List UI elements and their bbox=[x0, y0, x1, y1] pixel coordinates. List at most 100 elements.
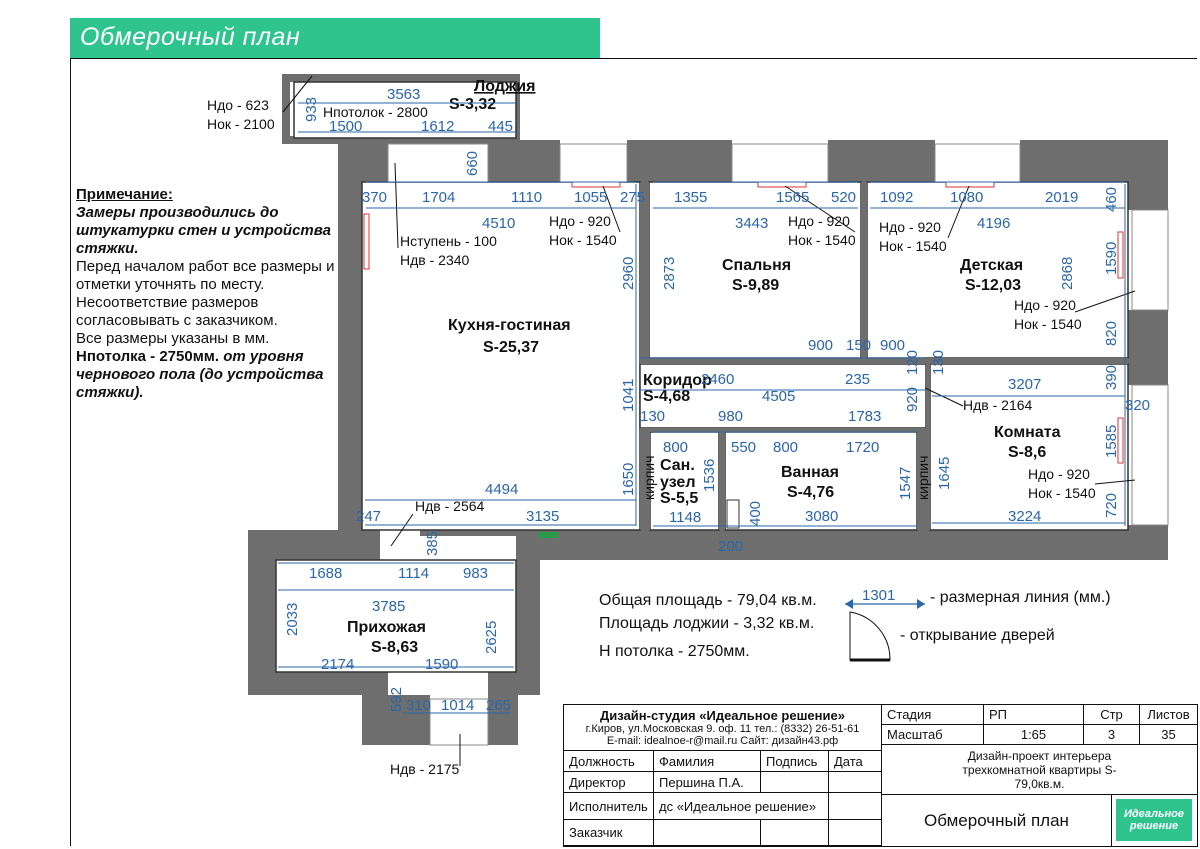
project-name: Дизайн-проект интерьера трехкомнатной кв… bbox=[882, 745, 1197, 795]
dim-2868: 2868 bbox=[1059, 257, 1076, 290]
room-kitchen-area: S-25,37 bbox=[483, 339, 539, 356]
room-kids-area: S-12,03 bbox=[965, 277, 1021, 294]
dim-820: 820 bbox=[1103, 321, 1120, 346]
dim-1547: 1547 bbox=[897, 467, 914, 500]
legend-arrows bbox=[845, 599, 925, 609]
room-kids-name: Детская bbox=[960, 257, 1023, 274]
dim-2960: 2960 bbox=[620, 257, 637, 290]
label-hdo-kitchen: Ндо - 920 bbox=[549, 213, 611, 229]
room-hall-area: S-8,63 bbox=[371, 639, 418, 656]
summary-loggia: Площадь лоджии - 3,32 кв.м. bbox=[599, 615, 815, 632]
dim-150: 150 bbox=[846, 337, 871, 354]
room-bath-area: S-4,76 bbox=[787, 484, 834, 501]
label-hok-bedroom: Нок - 1540 bbox=[788, 232, 856, 248]
dim-983: 983 bbox=[463, 565, 488, 582]
dim-4196: 4196 bbox=[977, 215, 1010, 232]
legend-dimline-text: - размерная линия (мм.) bbox=[930, 589, 1111, 606]
date-director bbox=[829, 772, 882, 793]
room-wc-name2: узел bbox=[660, 474, 696, 491]
dim-1590b: 1590 bbox=[425, 656, 458, 673]
label-hok-kids2: Нок - 1540 bbox=[1014, 316, 1082, 332]
dim-520: 520 bbox=[831, 189, 856, 206]
dim-120: 120 bbox=[904, 350, 921, 375]
summary-total: Общая площадь - 79,04 кв.м. bbox=[599, 592, 817, 609]
label-hok-kitchen: Нок - 1540 bbox=[549, 232, 617, 248]
room-hall-name: Прихожая bbox=[347, 619, 426, 636]
dim-2873: 2873 bbox=[661, 257, 678, 290]
meter-box bbox=[538, 532, 558, 538]
h-date: Дата bbox=[829, 751, 882, 772]
dim-4494: 4494 bbox=[485, 481, 518, 498]
dim-1110: 1110 bbox=[511, 189, 542, 206]
dim-3080: 3080 bbox=[805, 508, 838, 525]
dim-1590: 1590 bbox=[1103, 242, 1120, 275]
radiators bbox=[363, 181, 1124, 464]
dim-1080: 1080 bbox=[950, 189, 983, 206]
dim-460: 460 bbox=[1103, 187, 1120, 212]
h-sheets: Листов bbox=[1140, 705, 1197, 725]
dim-1704: 1704 bbox=[422, 189, 455, 206]
role-director: Директор bbox=[564, 772, 654, 793]
room-corridor-name: Коридор bbox=[643, 372, 712, 389]
label-hceiling: Нпотолок - 2800 bbox=[323, 104, 428, 120]
h-name: Фамилия bbox=[654, 751, 761, 772]
dim-130a: 130 bbox=[930, 350, 947, 375]
label-hstep: Нступень - 100 bbox=[400, 233, 497, 249]
label-hdv-2164: Ндв - 2164 bbox=[963, 397, 1033, 413]
dim-1041: 1041 bbox=[620, 379, 637, 412]
label-hok-room: Нок - 1540 bbox=[1028, 485, 1096, 501]
name-customer bbox=[654, 820, 761, 846]
dim-900b: 900 bbox=[880, 337, 905, 354]
dim-1092: 1092 bbox=[880, 189, 913, 206]
date-customer bbox=[829, 820, 882, 846]
dim-1148: 1148 bbox=[669, 509, 701, 526]
legend-sample: 1301 bbox=[862, 587, 895, 604]
dim-1536: 1536 bbox=[701, 459, 718, 492]
title-block: Дизайн-студия «Идеальное решение» г.Киро… bbox=[563, 704, 1198, 847]
h-sheet: Стр bbox=[1084, 705, 1140, 725]
label-hdv-2340: Ндв - 2340 bbox=[400, 252, 470, 268]
dim-2460: 2460 bbox=[701, 371, 734, 388]
room-corridor-area: S-4,68 bbox=[643, 388, 690, 405]
dim-1585: 1585 bbox=[1103, 425, 1120, 458]
windows bbox=[387, 143, 1169, 746]
dim-900a: 900 bbox=[808, 337, 833, 354]
dim-1783: 1783 bbox=[848, 408, 881, 425]
header-bar: Обмерочный план bbox=[70, 18, 600, 58]
room-room-area: S-8,6 bbox=[1008, 444, 1046, 461]
notes-text2: Несоответствие размеров согласовывать с … bbox=[76, 294, 278, 329]
dim-800a: 800 bbox=[663, 439, 688, 456]
notes-block: Примечание: Замеры производились до штук… bbox=[76, 186, 341, 402]
label-brick-wc: кирпич bbox=[641, 456, 657, 500]
dim-445: 445 bbox=[488, 118, 513, 135]
notes-text1: Перед началом работ все размеры и отметк… bbox=[76, 258, 335, 293]
dim-920: 920 bbox=[904, 387, 921, 412]
dim-3785: 3785 bbox=[372, 598, 405, 615]
dim-130b: 130 bbox=[640, 408, 665, 425]
role-customer: Заказчик bbox=[564, 820, 654, 846]
drawing-frame bbox=[70, 58, 1197, 846]
label-brick-bath: кирпич bbox=[915, 456, 931, 500]
studio-address: г.Киров, ул.Московская 9. оф. 11 тел.: (… bbox=[585, 723, 860, 735]
label-hdo-623: Ндо - 623 bbox=[207, 97, 269, 113]
dim-1500: 1500 bbox=[329, 118, 362, 135]
dim-3563: 3563 bbox=[387, 86, 420, 103]
dim-4505: 4505 bbox=[762, 388, 795, 405]
dim-1645: 1645 bbox=[936, 457, 953, 490]
dim-235: 235 bbox=[845, 371, 870, 388]
studio-contact: E-mail: idealnoe-r@mail.ru Сайт: дизайн4… bbox=[606, 735, 839, 747]
notes-heading: Примечание: bbox=[76, 186, 173, 203]
room-loggia-name: Лоджия bbox=[474, 78, 535, 95]
dim-660: 660 bbox=[464, 151, 481, 176]
role-executor: Исполнитель bbox=[564, 793, 654, 820]
dim-1720: 1720 bbox=[846, 439, 879, 456]
label-hdo-kids2: Ндо - 920 bbox=[1014, 297, 1076, 313]
dim-1650: 1650 bbox=[620, 463, 637, 496]
h-scale: Масштаб bbox=[882, 725, 984, 745]
dim-200: 200 bbox=[718, 538, 743, 555]
dim-3207: 3207 bbox=[1008, 376, 1041, 393]
dim-1355: 1355 bbox=[674, 189, 707, 206]
label-hok-2100: Нок - 2100 bbox=[207, 116, 275, 132]
rooms bbox=[275, 81, 1129, 673]
